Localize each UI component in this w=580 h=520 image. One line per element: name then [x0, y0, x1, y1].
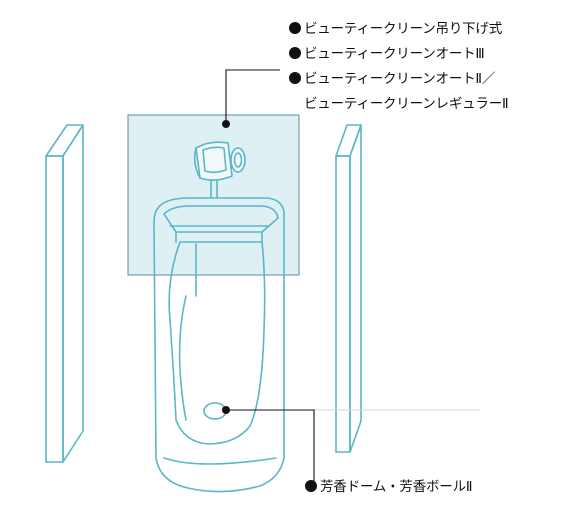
bullet-dot-icon: [289, 47, 301, 59]
right-partition: [335, 124, 362, 453]
bullet-dot-icon: [289, 22, 301, 34]
callout-label-2: ビューティークリーンオートⅢ: [289, 44, 485, 64]
leader-line-top: [225, 69, 280, 124]
callout-label-4: ビューティークリーンレギュラーⅡ: [304, 96, 509, 112]
pointer-dot-bottom: [222, 406, 230, 414]
flush-valve: [193, 141, 246, 198]
bullet-dot-icon: [305, 480, 317, 492]
left-partition: [45, 124, 84, 463]
callout-label-bottom: 芳香ドーム・芳香ボールⅡ: [305, 477, 473, 497]
pointer-dot-top: [222, 120, 230, 128]
callout-label-3: ビューティークリーンオートⅡ／: [289, 69, 495, 89]
leader-line-bottom: [226, 409, 315, 486]
urinal-body: [153, 197, 285, 493]
bullet-dot-icon: [289, 72, 301, 84]
callout-label-1: ビューティークリーン吊り下げ式: [289, 19, 502, 39]
